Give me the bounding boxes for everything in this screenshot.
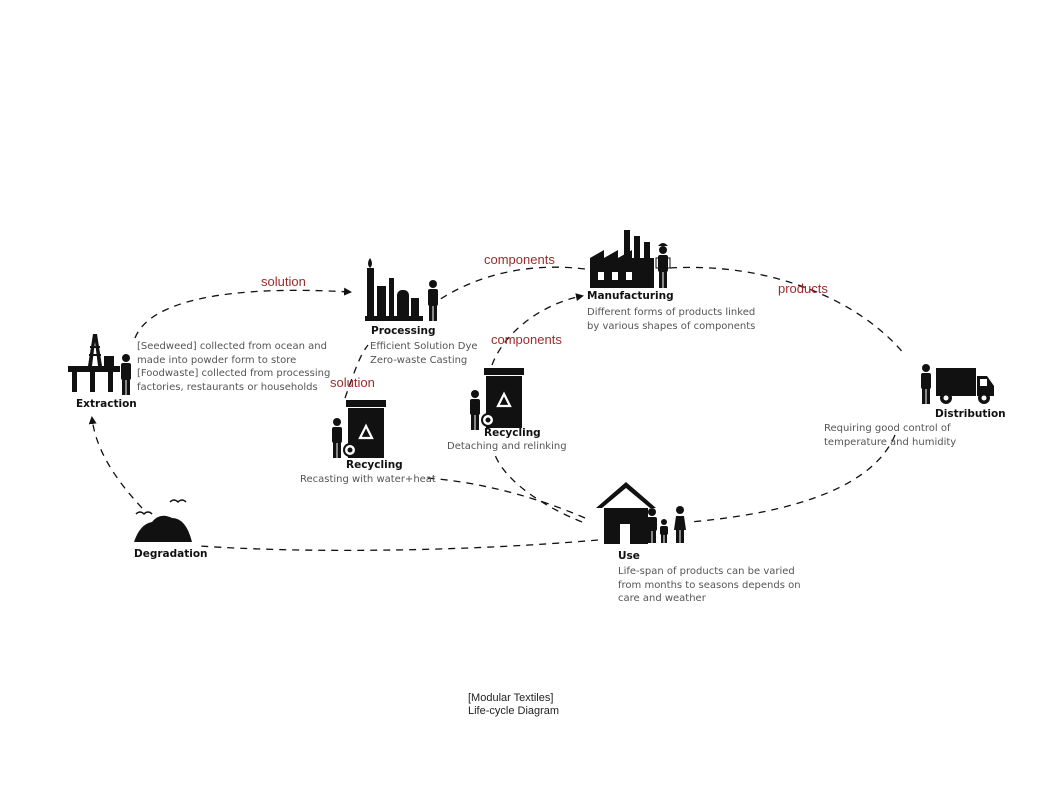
path-recycling-to-manufacturing (491, 293, 584, 366)
path-degradation-to-extraction (88, 416, 143, 509)
distribution-description: Requiring good control of temperature an… (824, 422, 956, 449)
path-use-to-recycling-left (424, 477, 586, 519)
diagram-caption: [Modular Textiles] Life-cycle Diagram (468, 692, 559, 718)
path-use-to-degradation (199, 539, 599, 552)
caption-subtitle: Life-cycle Diagram (468, 705, 560, 717)
oil-rig-icon (68, 334, 131, 395)
use-description: Life-span of products can be varied from… (618, 565, 801, 606)
extraction-desc-line: [Foodwaste] collected from processing (137, 368, 331, 379)
extraction-desc-line: factories, restaurants or households (137, 381, 318, 393)
manufacturing-title: Manufacturing (587, 290, 674, 302)
processing-title: Processing (371, 325, 436, 337)
recycling-left-title: Recycling (346, 459, 403, 471)
path-use-to-recycling-mid (494, 454, 583, 523)
path-processing-to-manufacturing (429, 266, 593, 307)
processing-plant-icon (365, 258, 438, 321)
flow-label-components-top: components (484, 252, 555, 267)
flow-label-components-mid: components (491, 332, 562, 347)
extraction-desc-line: [Seedweed] collected from ocean and (137, 341, 327, 352)
path-distribution-to-use (689, 434, 896, 523)
distribution-desc-line: Requiring good control of (824, 423, 951, 434)
use-title: Use (618, 550, 640, 562)
recycling-mid-description: Detaching and relinking (447, 441, 567, 452)
manufacturing-desc-line: by various shapes of components (587, 320, 756, 332)
processing-description: Efficient Solution Dye Zero-waste Castin… (370, 340, 478, 367)
distribution-title: Distribution (935, 408, 1006, 420)
path-extraction-to-processing (134, 287, 352, 339)
use-desc-line: care and weather (618, 593, 706, 604)
degradation-title: Degradation (134, 548, 208, 560)
processing-desc-line: Zero-waste Casting (370, 354, 468, 366)
extraction-desc-line: made into powder form to store (137, 354, 297, 366)
path-recycling-left-to-processing (344, 344, 369, 399)
distribution-desc-line: temperature and humidity (824, 436, 957, 448)
recycling-bin-icon-mid (470, 368, 524, 430)
processing-desc-line: Efficient Solution Dye (370, 341, 478, 352)
landfill-icon (134, 499, 192, 542)
extraction-description: [Seedweed] collected from ocean and made… (137, 340, 330, 394)
manufacturing-desc-line: Different forms of products linked (587, 307, 756, 318)
recycling-left-description: Recasting with water+heat (300, 474, 436, 485)
house-family-icon (596, 482, 686, 544)
flow-label-solution-top: solution (261, 274, 306, 289)
caption-title: [Modular Textiles] (468, 692, 554, 704)
extraction-title: Extraction (76, 398, 137, 410)
flow-label-products: products (778, 281, 828, 296)
recycling-bin-icon-left (332, 400, 386, 458)
use-desc-line: Life-span of products can be varied (618, 566, 795, 577)
factory-icon (590, 230, 671, 288)
manufacturing-description: Different forms of products linked by va… (587, 306, 755, 333)
use-desc-line: from months to seasons depends on (618, 579, 801, 591)
recycling-mid-title: Recycling (484, 427, 541, 439)
delivery-truck-icon (921, 364, 994, 404)
flow-label-solution-left: solution (330, 375, 375, 390)
